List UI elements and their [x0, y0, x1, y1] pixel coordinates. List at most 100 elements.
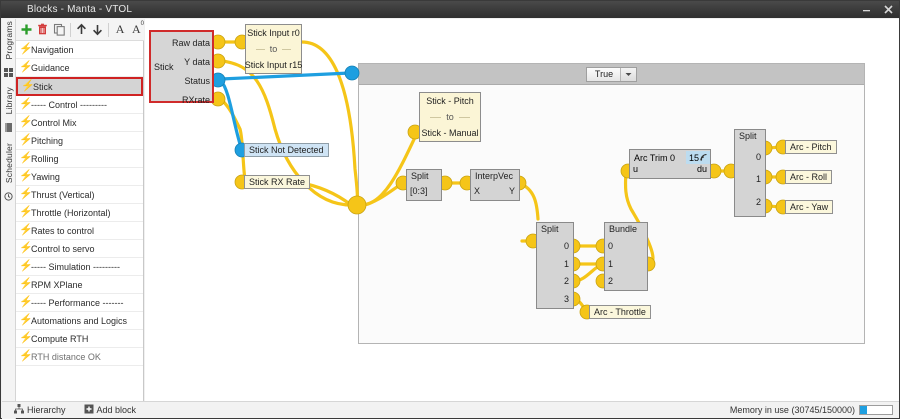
arc-trim-output-label: du	[696, 164, 707, 174]
arc-trim-header: Arc Trim 0 15	[630, 150, 710, 165]
program-item-label: RPM XPlane	[31, 279, 83, 290]
program-item-stick[interactable]: ⚡ Stick	[16, 77, 143, 96]
bolt-icon: ⚡	[19, 170, 33, 182]
program-item-control-mix[interactable]: ⚡ Control Mix	[16, 114, 143, 132]
program-item-simulation-divider[interactable]: ⚡ ----- Simulation ---------	[16, 258, 143, 276]
program-item-label: Guidance	[31, 62, 70, 73]
program-item-guidance[interactable]: ⚡ Guidance	[16, 59, 143, 77]
split-four-title: Split	[541, 224, 559, 234]
condition-value: True	[594, 69, 614, 79]
hierarchy-button[interactable]: Hierarchy	[14, 404, 66, 416]
program-item-control-divider[interactable]: ⚡ ----- Control ---------	[16, 96, 143, 114]
split-three-output-0: 0	[755, 152, 761, 162]
bundle-input-2: 2	[608, 276, 614, 286]
interpvec-output-label: Y	[508, 186, 515, 196]
stick-rx-rate-node[interactable]: Stick RX Rate	[244, 175, 311, 189]
program-item-rolling[interactable]: ⚡ Rolling	[16, 150, 143, 168]
program-item-rates-to-control[interactable]: ⚡ Rates to control	[16, 222, 143, 240]
port-label-y-data: Y data	[184, 57, 210, 67]
program-item-label: ----- Control ---------	[31, 99, 107, 110]
arc-trim-node[interactable]: Arc Trim 0 15 u du	[629, 149, 711, 179]
stick-not-detected-node[interactable]: Stick Not Detected	[244, 143, 329, 157]
program-item-performance-divider[interactable]: ⚡ ----- Performance -------	[16, 294, 143, 312]
conv-middle-row: to	[420, 109, 480, 125]
stick-source-block[interactable]: Stick Raw data Y data Status RXrate	[149, 30, 214, 105]
stick-pitch-manual-node[interactable]: Stick - Pitch to Stick - Manual	[419, 92, 481, 142]
rename-zero-button[interactable]: A 0	[129, 21, 144, 39]
split-four-node[interactable]: Split 0 1 2 3	[536, 222, 574, 309]
program-item-throttle-horizontal[interactable]: ⚡ Throttle (Horizontal)	[16, 204, 143, 222]
split-three-node[interactable]: Split 0 1 2	[734, 129, 766, 217]
conv-dash-right	[282, 48, 291, 50]
program-item-label: Compute RTH	[31, 333, 89, 344]
bolt-icon: ⚡	[19, 98, 33, 110]
program-item-label: Control to servo	[31, 243, 95, 254]
window-controls	[855, 1, 899, 18]
clock-icon	[4, 188, 13, 206]
arc-trim-input-label: u	[633, 164, 639, 174]
bolt-icon: ⚡	[19, 61, 33, 73]
program-item-automations-and-logics[interactable]: ⚡ Automations and Logics	[16, 312, 143, 330]
add-button[interactable]	[19, 21, 34, 39]
program-item-thrust-vertical[interactable]: ⚡ Thrust (Vertical)	[16, 186, 143, 204]
conv-to-target-label: Stick Input r15	[244, 60, 303, 70]
memory-status: Memory in use (30745/150000)	[730, 405, 893, 415]
split-range-node[interactable]: Split [0:3]	[406, 169, 442, 201]
memory-progress-bar	[859, 405, 893, 415]
conv-to-target-label: Stick - Manual	[421, 128, 479, 138]
condition-dropdown[interactable]: True	[585, 66, 638, 82]
block-diagram-canvas[interactable]: True	[145, 19, 899, 401]
copy-button[interactable]	[52, 21, 67, 39]
rename-zero-superscript: 0	[140, 20, 144, 27]
program-item-yawing[interactable]: ⚡ Yawing	[16, 168, 143, 186]
arc-pitch-node[interactable]: Arc - Pitch	[785, 140, 837, 154]
chevron-down-icon[interactable]	[620, 67, 637, 81]
move-down-button[interactable]	[90, 21, 105, 39]
split-three-output-1: 1	[755, 174, 761, 184]
bolt-icon: ⚡	[19, 332, 33, 344]
split-range-subtitle: [0:3]	[410, 186, 428, 196]
program-list[interactable]: ⚡ Navigation ⚡ Guidance ⚡ Stick ⚡ ----- …	[16, 41, 144, 401]
move-up-button[interactable]	[74, 21, 89, 39]
bolt-icon: ⚡	[19, 296, 33, 308]
delete-button[interactable]	[35, 21, 50, 39]
add-block-button[interactable]: Add block	[84, 404, 137, 416]
hierarchy-icon	[14, 404, 24, 416]
port-label-rxrate: RXrate	[181, 95, 210, 105]
status-bar: Hierarchy Add block Memory in use (30745…	[2, 401, 899, 418]
arc-trim-ports: u du	[630, 164, 710, 179]
program-item-rth-distance-ok[interactable]: ⚡ RTH distance OK	[16, 348, 143, 366]
hierarchy-label: Hierarchy	[27, 405, 66, 415]
memory-progress-fill	[860, 406, 867, 414]
bundle-title: Bundle	[609, 224, 638, 234]
program-item-compute-rth[interactable]: ⚡ Compute RTH	[16, 330, 143, 348]
window-title: Blocks - Manta - VTOL	[27, 4, 133, 15]
bolt-icon: ⚡	[19, 152, 33, 164]
rename-button[interactable]: A	[112, 21, 127, 39]
minimize-button[interactable]	[855, 1, 877, 18]
add-block-label: Add block	[96, 405, 137, 415]
bundle-input-0: 0	[608, 241, 614, 251]
arc-throttle-node[interactable]: Arc - Throttle	[589, 305, 651, 319]
tab-programs[interactable]: Programs	[3, 21, 14, 60]
arc-roll-node[interactable]: Arc - Roll	[785, 170, 833, 184]
program-item-rpm-xplane[interactable]: ⚡ RPM XPlane	[16, 276, 143, 294]
split-range-title: Split	[411, 171, 429, 181]
program-item-label: Stick	[33, 81, 53, 92]
program-item-control-to-servo[interactable]: ⚡ Control to servo	[16, 240, 143, 258]
stick-input-range-node[interactable]: Stick Input r0 to Stick Input r15	[245, 24, 302, 74]
toolbar-separator	[69, 22, 71, 37]
bundle-node[interactable]: Bundle 0 1 2	[604, 222, 648, 291]
arc-yaw-node[interactable]: Arc - Yaw	[785, 200, 834, 214]
close-button[interactable]	[877, 1, 899, 18]
split-three-output-2: 2	[755, 197, 761, 207]
conv-to-label: to	[269, 44, 278, 54]
program-item-pitching[interactable]: ⚡ Pitching	[16, 132, 143, 150]
tab-scheduler[interactable]: Scheduler	[3, 142, 14, 183]
arc-trim-badge[interactable]: 15	[685, 151, 710, 164]
arc-throttle-label: Arc - Throttle	[594, 307, 646, 317]
rename-glyph: A	[115, 22, 125, 36]
tab-library[interactable]: Library	[3, 87, 14, 115]
interpvec-node[interactable]: InterpVec X Y	[470, 169, 520, 201]
program-item-navigation[interactable]: ⚡ Navigation	[16, 41, 143, 59]
